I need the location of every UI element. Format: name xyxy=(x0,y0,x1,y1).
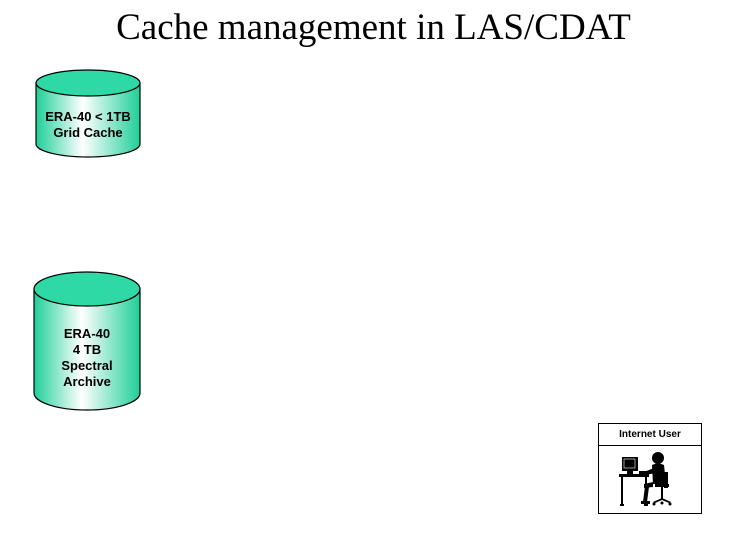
grid-cache-line-2: Grid Cache xyxy=(53,125,123,140)
archive-line-4: Archive xyxy=(63,374,111,389)
slide-title: Cache management in LAS/CDAT xyxy=(116,7,631,48)
grid-cache-line-1: ERA-40 < 1TB xyxy=(45,109,131,124)
archive-line-1: ERA-40 xyxy=(63,326,111,341)
person-at-computer-icon xyxy=(619,452,672,506)
archive-line-2: 4 TB xyxy=(72,342,102,357)
internet-user-label: Internet User xyxy=(599,424,701,446)
database-cylinder-icon xyxy=(35,69,141,158)
internet-user-box: Internet User xyxy=(598,423,702,514)
archive-line-3: Spectral xyxy=(61,358,113,373)
grid-cache-database: ERA-40 < 1TB Grid Cache xyxy=(35,69,141,158)
database-cylinder-icon xyxy=(33,271,141,411)
spectral-archive-database: ERA-40 4 TB Spectral Archive xyxy=(33,271,141,411)
grid-cache-label: ERA-40 < 1TB Grid Cache xyxy=(35,109,141,141)
spectral-archive-label: ERA-40 4 TB Spectral Archive xyxy=(33,326,141,390)
